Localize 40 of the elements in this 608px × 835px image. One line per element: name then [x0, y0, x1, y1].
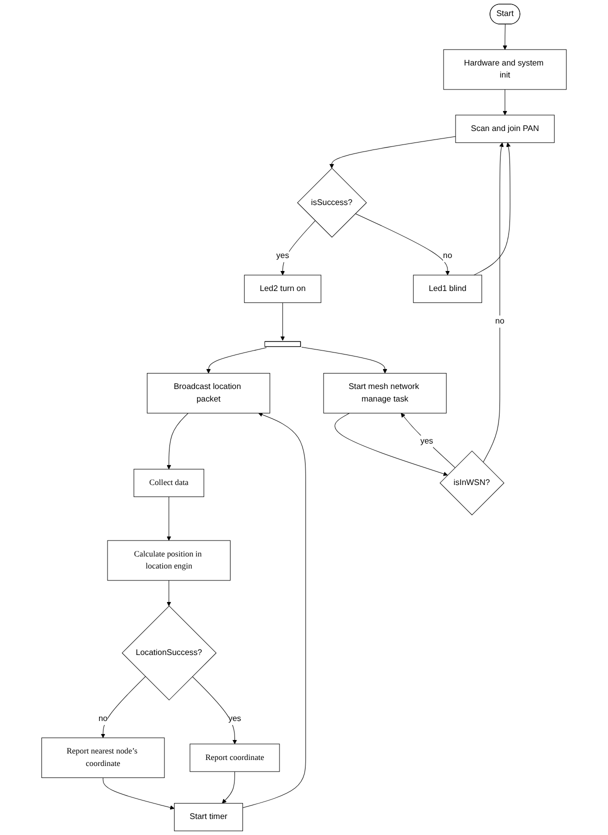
- arrow: [100, 676, 146, 738]
- arrow: [474, 142, 511, 276]
- arrow: [206, 347, 267, 374]
- edge-label: no: [495, 317, 504, 326]
- arrow: [102, 777, 175, 810]
- arrow: [280, 220, 316, 276]
- node-diamond: isInWSN?: [440, 450, 504, 516]
- arrow: [166, 580, 172, 606]
- node-box: Report coordinate: [190, 744, 280, 772]
- arrow: [355, 213, 450, 276]
- arrow: [502, 24, 508, 50]
- edge-label: yes: [276, 252, 290, 260]
- node-box: Calculate position in location engin: [107, 540, 230, 581]
- arrow: [166, 496, 172, 541]
- arrow: [166, 412, 188, 470]
- arrow: [301, 346, 388, 374]
- node-box: Start mesh network manage task: [323, 373, 447, 414]
- arrow: [502, 89, 508, 116]
- node-box: Led1 blind: [413, 274, 482, 303]
- arrow: [192, 676, 237, 744]
- node-box: Start timer: [174, 803, 243, 832]
- node-box: Led2 turn on: [244, 274, 322, 303]
- arrow: [329, 136, 456, 168]
- arrow: [400, 412, 456, 468]
- arrow: [482, 142, 504, 463]
- arrow: [242, 412, 306, 808]
- node-diamond: isSuccess?: [297, 168, 367, 238]
- arrow: [280, 302, 285, 341]
- edge-label: no: [443, 252, 452, 260]
- node-box: Scan and join PAN: [455, 114, 555, 143]
- node-box: Hardware and system init: [443, 49, 567, 90]
- edge-label: yes: [228, 714, 242, 724]
- edge-label: no: [98, 714, 108, 724]
- node-diamond: LocationSuccess?: [122, 606, 217, 700]
- node-box: Broadcast location packet: [146, 373, 270, 414]
- edge-label: yes: [420, 437, 434, 446]
- node-box: Collect data: [134, 468, 204, 498]
- arrow: [334, 412, 448, 476]
- arrow: [222, 771, 235, 804]
- node-box: Report nearest node’s coordinate: [41, 738, 165, 778]
